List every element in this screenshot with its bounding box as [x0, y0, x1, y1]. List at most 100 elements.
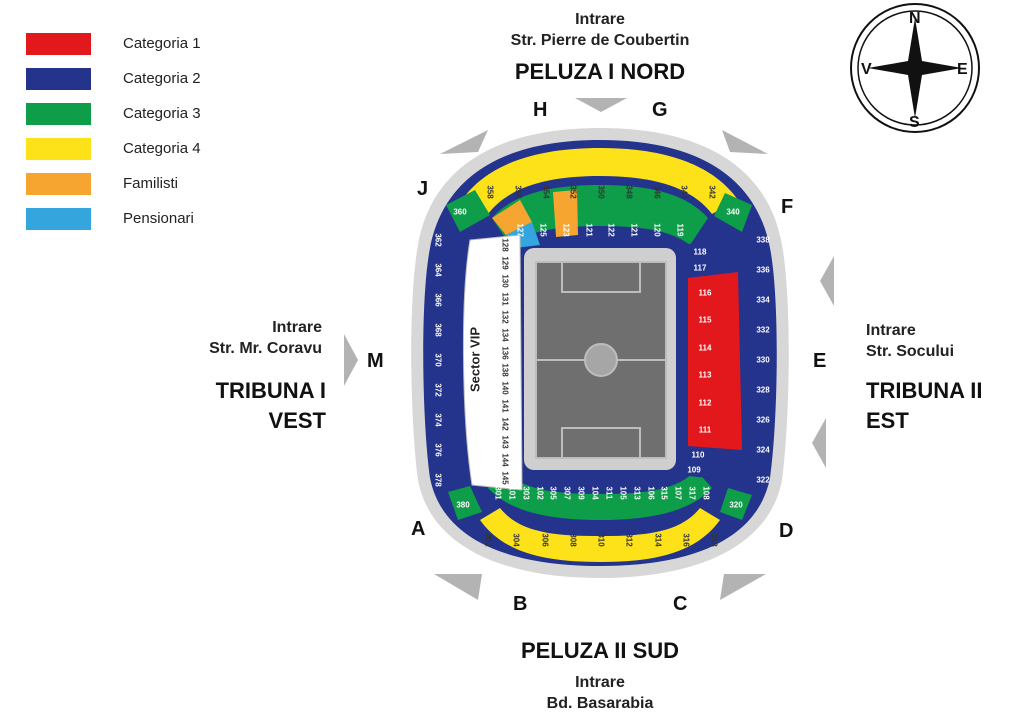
- section-label: 127: [515, 223, 525, 237]
- section-label: 308: [568, 533, 578, 547]
- arrow-sw: [434, 574, 482, 600]
- section-label: 344: [679, 185, 689, 199]
- legend-label: Categoria 4: [123, 140, 201, 157]
- south-upper-tier: [480, 508, 720, 562]
- section-label: 326: [756, 415, 770, 425]
- section-label: 356: [513, 185, 523, 199]
- section-label: 145: [500, 471, 510, 485]
- section-label: 304: [511, 533, 521, 547]
- section-label: 378: [433, 473, 443, 487]
- section-340: [714, 193, 752, 232]
- section-label: 118: [693, 247, 707, 257]
- familisti-block-1: [492, 200, 532, 235]
- section-label: 301: [493, 486, 503, 500]
- east-stand-line1: TRIBUNA II: [866, 378, 983, 403]
- section-label: 313: [632, 486, 642, 500]
- gate-j: J: [417, 178, 429, 200]
- gate-h: H: [533, 99, 548, 121]
- compass-v: V: [861, 61, 872, 78]
- section-label: 318: [709, 533, 719, 547]
- section-label: 338: [756, 235, 770, 245]
- section-label: 311: [604, 486, 614, 500]
- section-label: 119: [675, 223, 685, 237]
- compass-n: N: [909, 10, 921, 27]
- penalty-box-south: [561, 427, 641, 459]
- section-label: 320: [729, 500, 743, 510]
- familisti-block-2: [553, 190, 578, 237]
- compass: N S E V: [850, 3, 980, 133]
- section-label: 125: [538, 223, 548, 237]
- section-label: 354: [541, 185, 550, 199]
- section-label: 121: [584, 223, 594, 237]
- legend-label: Familisti: [123, 175, 178, 192]
- section-label: 309: [576, 486, 586, 500]
- section-label: 368: [433, 323, 443, 337]
- south-entrance: Intrare Bd. Basarabia: [480, 672, 720, 714]
- section-label: 104: [590, 486, 600, 500]
- section-label: 317: [687, 486, 697, 500]
- section-label: 114: [698, 343, 712, 353]
- gate-g: G: [652, 99, 668, 121]
- section-label: 140: [500, 381, 510, 396]
- section-label: 310: [596, 533, 606, 547]
- section-label: 306: [540, 533, 549, 547]
- legend-label: Categoria 1: [123, 35, 201, 52]
- section-label: 362: [433, 233, 443, 247]
- arrow-nw: [440, 130, 488, 154]
- south-entrance-street: Bd. Basarabia: [546, 695, 654, 712]
- section-label: 105: [618, 486, 628, 500]
- arrow-ne: [722, 130, 768, 154]
- section-label: 307: [562, 486, 572, 500]
- section-label: 106: [646, 486, 656, 500]
- section-label: 113: [698, 370, 712, 380]
- north-entrance-street: Str. Pierre de Coubertin: [510, 32, 690, 49]
- section-label: 120: [652, 223, 662, 237]
- arrow-north: [575, 98, 627, 112]
- south-lower-tier: [488, 470, 712, 520]
- section-label: 312: [624, 533, 634, 547]
- section-label: 380: [456, 500, 470, 510]
- east-entrance-street: Str. Socului: [866, 343, 955, 360]
- section-label: 116: [698, 288, 712, 298]
- section-360: [446, 190, 490, 232]
- legend-swatch: [26, 33, 91, 55]
- section-label: 131: [500, 292, 510, 306]
- section-label: 360: [453, 207, 467, 217]
- section-label: 372: [433, 383, 443, 397]
- legend-label: Categoria 2: [123, 70, 201, 87]
- section-label: 315: [659, 486, 669, 500]
- west-stand-title: TRIBUNA I VEST: [170, 376, 326, 436]
- section-label: 305: [548, 486, 558, 500]
- section-label: 330: [756, 355, 770, 365]
- east-entrance-label: Intrare: [866, 322, 916, 339]
- section-label: 358: [485, 185, 495, 199]
- gate-b: B: [513, 593, 528, 615]
- north-lower-tier: [492, 185, 708, 245]
- section-label: 111: [698, 425, 712, 435]
- gate-e: E: [813, 350, 827, 372]
- legend-swatch: [26, 173, 91, 195]
- east-entrance: Intrare Str. Socului: [866, 320, 1016, 362]
- section-320: [720, 488, 752, 520]
- section-label: 141: [500, 399, 510, 413]
- section-label: 134: [500, 327, 510, 342]
- south-entrance-label: Intrare: [575, 674, 625, 691]
- north-entrance: Intrare Str. Pierre de Coubertin: [480, 9, 720, 51]
- legend-swatch: [26, 68, 91, 90]
- section-label: 334: [756, 295, 770, 305]
- section-label: 352: [568, 185, 578, 199]
- section-label: 322: [756, 475, 770, 485]
- north-upper-tier: [462, 148, 738, 214]
- section-label: 336: [756, 265, 770, 275]
- section-label: 128: [500, 238, 510, 252]
- gate-a: A: [411, 518, 426, 540]
- legend-swatch: [26, 208, 91, 230]
- section-label: 366: [433, 293, 443, 307]
- arrow-west: [344, 334, 358, 386]
- east-stand-line2: EST: [866, 408, 909, 433]
- section-label: 328: [756, 385, 770, 395]
- gate-m: M: [367, 350, 384, 372]
- compass-e: E: [957, 61, 968, 78]
